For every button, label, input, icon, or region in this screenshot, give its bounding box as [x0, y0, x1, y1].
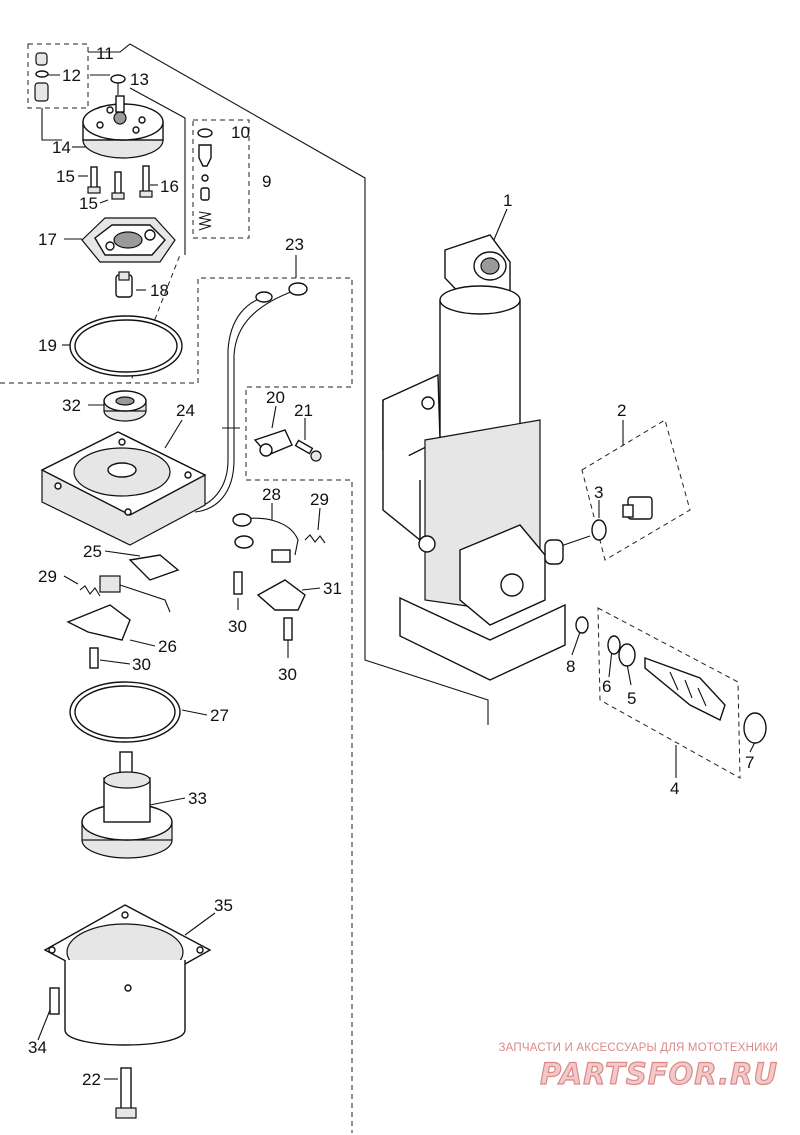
part-18-connector — [115, 271, 133, 298]
callout-25: 25 — [83, 542, 102, 561]
part-13-o-ring — [110, 74, 126, 84]
callout-7: 7 — [745, 753, 754, 772]
callout-10: 10 — [231, 123, 250, 142]
part-26-brush-plate — [66, 604, 131, 641]
callout-4: 4 — [670, 779, 679, 798]
callout-30a: 30 — [228, 617, 247, 636]
callout-9: 9 — [262, 172, 271, 191]
part-28-cable — [232, 513, 299, 563]
callout-30b: 30 — [132, 655, 151, 674]
callout-15a: 15 — [56, 167, 75, 186]
callout-1: 1 — [503, 191, 512, 210]
callout-29a: 29 — [310, 490, 329, 509]
watermark: ЗАПЧАСТИ И АКСЕССУАРЫ ДЛЯ МОТОТЕХНИКИ PA… — [498, 1042, 778, 1092]
callout-34: 34 — [28, 1038, 47, 1057]
part-32-bearing — [103, 390, 147, 422]
kit-9-box — [192, 119, 250, 239]
part-20-clamp — [253, 429, 293, 457]
kit-4-box — [597, 607, 741, 779]
callout-28: 28 — [262, 485, 281, 504]
part-33-armature — [81, 751, 173, 859]
parts-artwork — [34, 52, 767, 1119]
callout-17: 17 — [38, 230, 57, 249]
callout-12: 12 — [62, 66, 81, 85]
callout-14: 14 — [52, 138, 71, 157]
kit-4-valve-parts — [607, 635, 767, 744]
kit-9-valve-parts — [197, 128, 213, 231]
part-22-bolt — [115, 1067, 137, 1119]
callout-6: 6 — [602, 677, 611, 696]
part-1-cylinder-assembly — [382, 234, 566, 681]
part-2-plug — [622, 496, 653, 520]
callout-26: 26 — [158, 637, 177, 656]
callout-11: 11 — [96, 44, 114, 63]
watermark-tagline: ЗАПЧАСТИ И АКСЕССУАРЫ ДЛЯ МОТОТЕХНИКИ — [498, 1042, 778, 1054]
callout-27: 27 — [210, 706, 229, 725]
part-30-screws — [89, 571, 293, 669]
callout-5: 5 — [627, 689, 636, 708]
callout-31: 31 — [323, 579, 342, 598]
callout-20: 20 — [266, 388, 285, 407]
part-21-screw — [294, 439, 322, 462]
watermark-brand: PARTSFOR.RU — [540, 1057, 778, 1091]
callout-8: 8 — [566, 657, 575, 676]
part-15-16-screws — [87, 165, 153, 200]
part-34-screw — [49, 987, 60, 1015]
callout-24: 24 — [176, 401, 195, 420]
part-17-reservoir-base — [81, 217, 176, 263]
part-23-wire-harness — [194, 282, 308, 513]
part-14-reservoir-disc — [82, 95, 164, 159]
callout-21: 21 — [294, 401, 313, 420]
callout-33: 33 — [188, 789, 207, 808]
callout-29b: 29 — [38, 567, 57, 586]
part-25-brush-holder — [99, 554, 180, 613]
callout-13: 13 — [130, 70, 149, 89]
callout-3: 3 — [594, 483, 603, 502]
part-3-washer — [591, 519, 607, 541]
callout-19: 19 — [38, 336, 57, 355]
callouts: 1 2 3 4 5 6 7 8 9 10 11 12 13 14 15 15 1… — [28, 44, 754, 1089]
part-12-fittings — [34, 52, 49, 102]
callout-15b: 15 — [79, 194, 98, 213]
callout-16: 16 — [160, 177, 179, 196]
part-29-spring-b — [79, 585, 101, 597]
reservoir-assembly-outline — [0, 254, 181, 384]
part-35-housing — [43, 904, 212, 1046]
part-8-washer — [575, 616, 589, 634]
callout-30c: 30 — [278, 665, 297, 684]
part-29-spring-a — [304, 534, 326, 544]
part-31-brush-plate — [256, 579, 306, 611]
callout-32: 32 — [62, 396, 81, 415]
callout-35: 35 — [214, 896, 233, 915]
callout-2: 2 — [617, 401, 626, 420]
callout-23: 23 — [285, 235, 304, 254]
part-24-end-plate — [40, 431, 207, 546]
callout-18: 18 — [150, 281, 169, 300]
callout-22: 22 — [82, 1070, 101, 1089]
kit-11-box — [27, 43, 89, 109]
